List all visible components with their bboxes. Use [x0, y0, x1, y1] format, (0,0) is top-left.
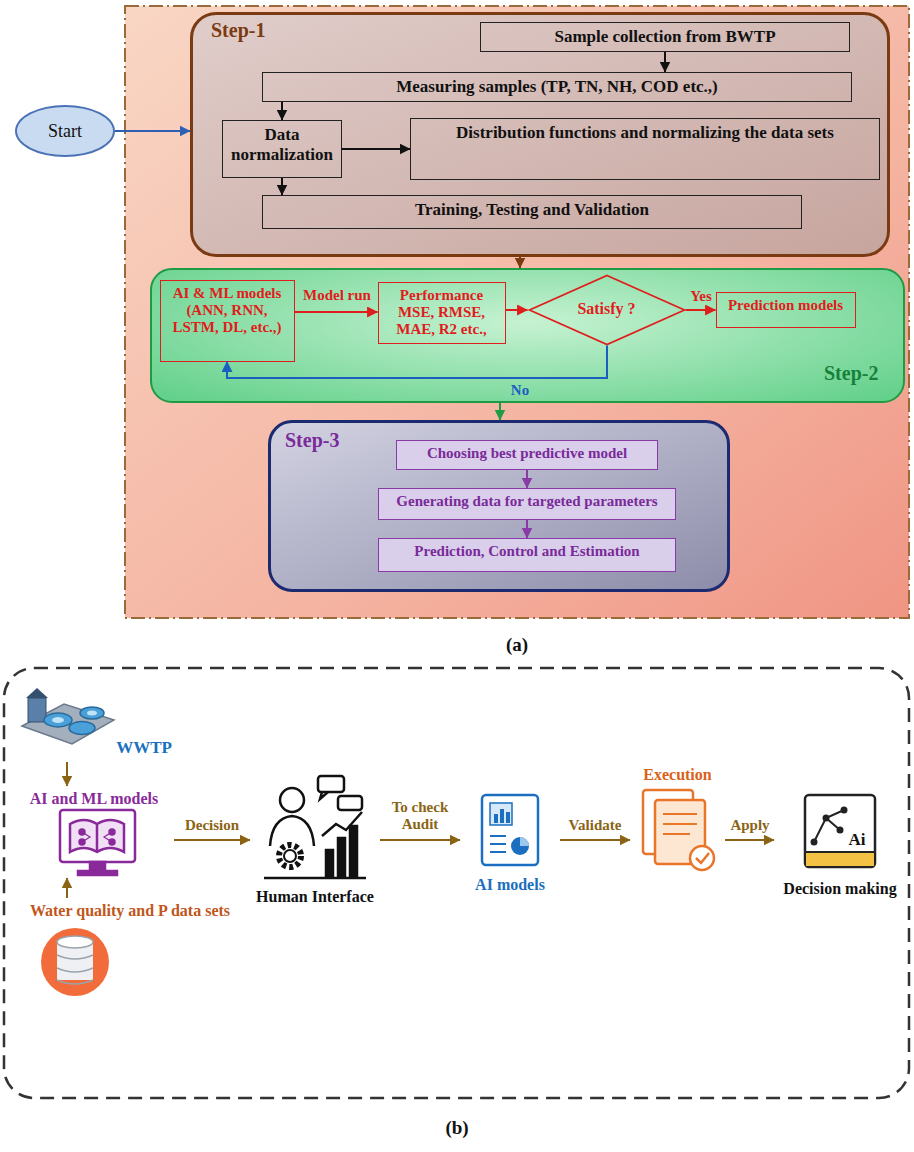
flow-arrow [174, 839, 250, 841]
process-label: Data normalization [229, 125, 335, 164]
start-label: Start [48, 121, 82, 142]
decision-making-icon [805, 795, 875, 867]
flow-arrow [227, 346, 607, 379]
flow-arrow [281, 178, 283, 195]
process-box: Data normalization [222, 120, 342, 178]
database-icon [41, 928, 109, 996]
edge-label: Yes [690, 288, 712, 305]
process-label: Generating data for targeted parameters [396, 493, 657, 510]
flow-arrow [560, 839, 630, 841]
process-label: Prediction models [728, 297, 843, 314]
icon-node: AI and ML models [14, 786, 174, 878]
panel-a-frame [125, 6, 909, 618]
icon-label: Water quality and P data sets [30, 902, 230, 920]
process-box: AI & ML models (ANN, RNN, LSTM, DL, etc.… [160, 280, 295, 362]
process-label: Choosing best predictive model [427, 445, 627, 462]
edge-label: No [511, 382, 529, 399]
process-label: Distribution functions and normalizing t… [456, 123, 834, 143]
edge-label: Model run [303, 287, 371, 304]
flow-arrow [506, 309, 528, 311]
panel-caption: (b) [445, 1117, 468, 1139]
icon-node: AI models [460, 790, 560, 898]
process-label: Training, Testing and Validation [415, 200, 649, 220]
flow-arrow [66, 878, 68, 898]
flow-arrow [519, 257, 521, 268]
ml-monitor-icon [60, 810, 135, 875]
process-box: Prediction models [716, 292, 856, 328]
flow-arrow [281, 102, 283, 120]
step-panel: Step-3Choosing best predictive modelGene… [268, 420, 730, 592]
process-box: Distribution functions and normalizing t… [410, 118, 880, 180]
icon-label: WWTP [116, 738, 172, 758]
flow-arrow [66, 762, 68, 786]
icon-node: Execution [630, 762, 725, 874]
process-label: Performance MSE, RMSE, MAE, R2 etc., [385, 287, 499, 339]
process-box: Prediction, Control and Estimation [378, 538, 676, 572]
flow-arrow [526, 470, 528, 488]
process-box: Choosing best predictive model [396, 440, 658, 470]
icon-text: Ai [849, 830, 866, 850]
icon-label: Execution [643, 766, 711, 784]
edge-label: Apply [730, 817, 769, 834]
flow-arrow [380, 839, 460, 841]
panel-caption: (a) [506, 634, 528, 656]
wwtp-icon [22, 688, 114, 744]
icon-label: AI and ML models [30, 790, 158, 808]
flow-arrow [725, 839, 774, 841]
flow-arrow [115, 130, 190, 132]
flow-arrow [295, 311, 378, 313]
diamond-shape [529, 275, 684, 344]
process-box: Generating data for targeted parameters [378, 488, 676, 520]
start-ellipse: Start [15, 105, 115, 157]
process-label: AI & ML models (ANN, RNN, LSTM, DL, etc.… [167, 285, 288, 337]
edge-label: Decision [185, 817, 239, 834]
human-interface-icon [264, 776, 366, 878]
icon-node: Water quality and P data sets [10, 898, 250, 1002]
flow-arrow [686, 309, 716, 311]
icon-label: Decision making [783, 880, 896, 898]
step-heading: Step-3 [285, 429, 339, 451]
process-box: Training, Testing and Validation [262, 195, 802, 229]
step-panel: Step-1 Sample collection from BWTP Measuri… [190, 12, 890, 257]
flow-arrow [526, 520, 528, 538]
icon-label: AI models [475, 876, 545, 894]
icon-node: WWTP [18, 676, 178, 762]
flow-arrow [664, 52, 666, 72]
ai-model-report-icon [482, 795, 538, 865]
process-box: Performance MSE, RMSE, MAE, R2 etc., [378, 282, 506, 344]
panel-b-frame [4, 668, 909, 1098]
process-box: Measuring samples (TP, TN, NH, COD etc.,… [262, 72, 852, 102]
icon-node: Decision making [774, 790, 906, 902]
edge-label: Validate [569, 817, 622, 834]
icon-label: Human Interface [256, 888, 374, 906]
icon-node: Human Interface [250, 768, 380, 910]
process-label: Prediction, Control and Estimation [414, 543, 639, 560]
decision-label: Satisfy ? [577, 300, 635, 318]
process-label: Sample collection from BWTP [554, 27, 775, 47]
execution-icon [643, 790, 714, 870]
flow-arrow [499, 403, 501, 420]
step-heading: Step-1 [211, 19, 265, 41]
process-box: Sample collection from BWTP [480, 22, 850, 52]
decision-diamond: Satisfy ? [528, 274, 686, 346]
flow-arrow [342, 148, 410, 150]
step-heading: Step-2 [824, 362, 878, 384]
process-label: Measuring samples (TP, TN, NH, COD etc.,… [396, 77, 718, 97]
edge-label: To check Audit [381, 799, 459, 834]
